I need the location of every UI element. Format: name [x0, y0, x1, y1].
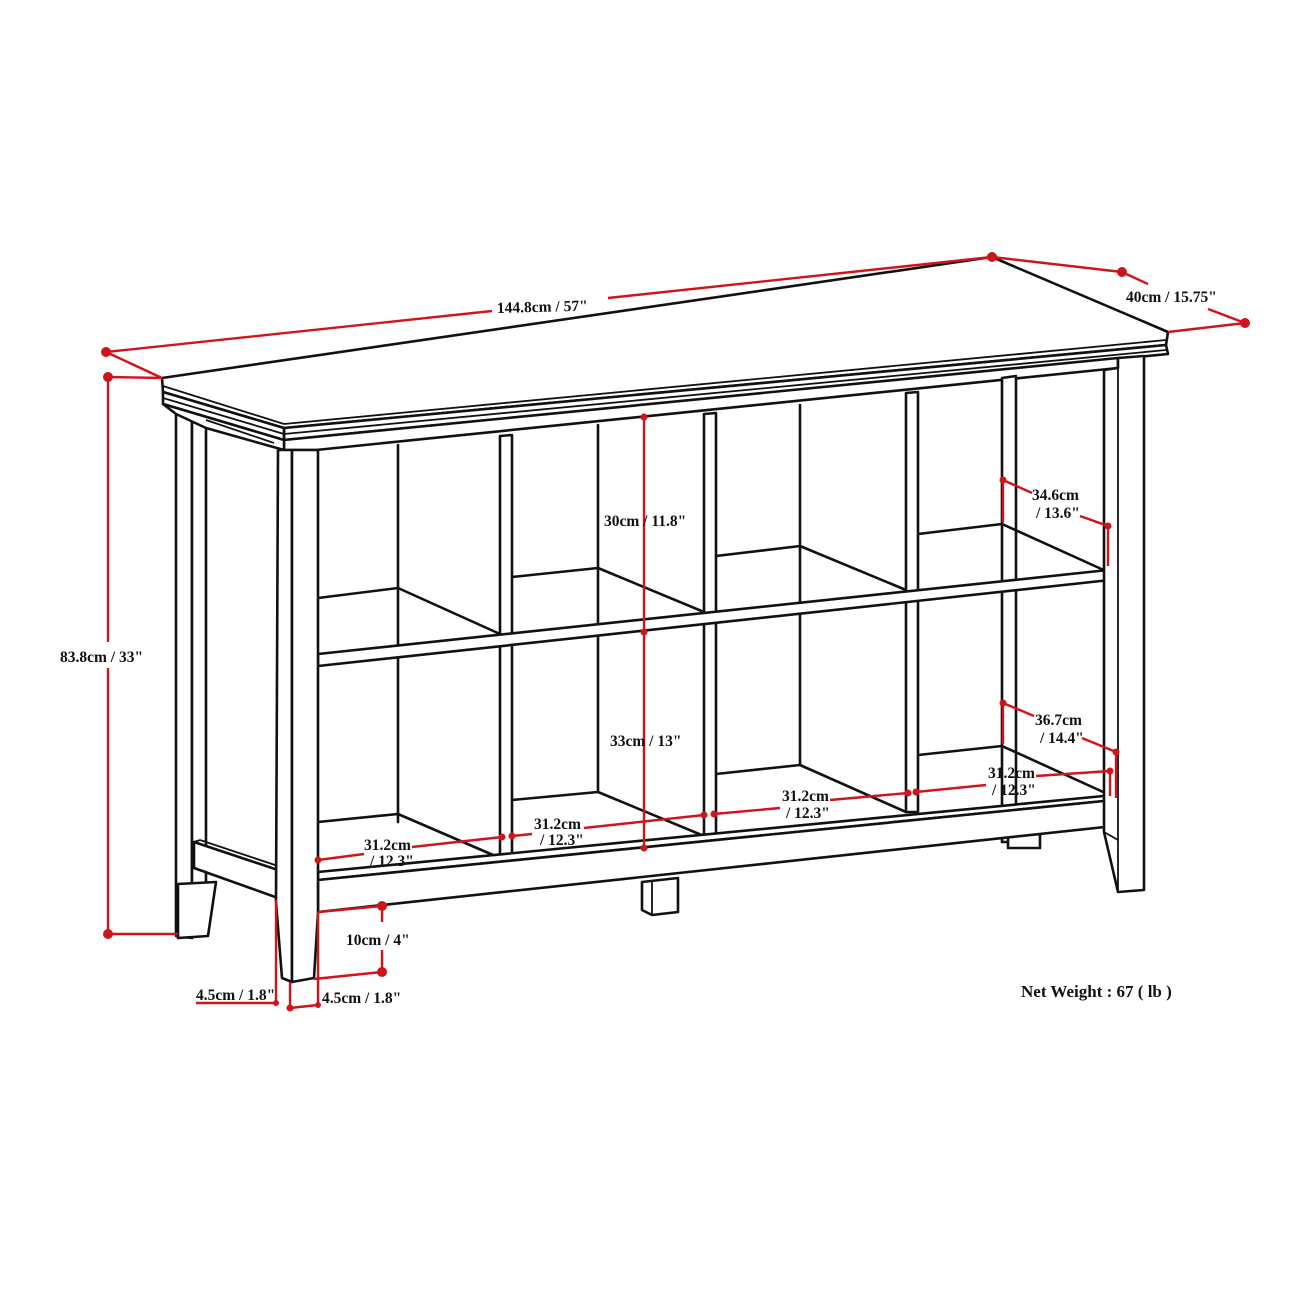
console-table-drawing [160, 255, 1170, 984]
lower-cubby-depth-label-2: / 14.4" [1039, 730, 1084, 747]
overall-height-label: 83.8cm / 33" [60, 649, 143, 666]
upper-cubby-height-label: 30cm / 11.8" [604, 513, 686, 530]
net-weight-label: Net Weight : 67 ( lb ) [1021, 982, 1172, 1001]
lower-cubby-depth-label-1: 36.7cm [1035, 712, 1082, 729]
leg-width-front-label: 4.5cm / 1.8" [322, 990, 401, 1007]
cubby-back-panel [316, 403, 1114, 860]
leg-width-side-label: 4.5cm / 1.8" [196, 987, 275, 1004]
right-rear-panel [1000, 374, 1042, 850]
upper-cubby-depth-label-2: / 13.6" [1035, 505, 1080, 522]
left-front-leg [274, 448, 320, 984]
cubby-width-label-4b: / 12.3" [991, 782, 1036, 799]
lower-cubby-height-label: 33cm / 13" [610, 733, 681, 750]
cubby-width-label-3b: / 12.3" [785, 805, 830, 822]
overall-depth-label: 40cm / 15.75" [1126, 289, 1217, 306]
right-front-leg [1102, 354, 1146, 894]
upper-cubby-depth-label-1: 34.6cm [1032, 487, 1079, 504]
cubby-width-label-2a: 31.2cm [534, 816, 581, 833]
cubby-width-label-2b: / 12.3" [539, 832, 584, 849]
dimension-labels: 144.8cm / 57" 40cm / 15.75" 83.8cm / 33"… [60, 289, 1217, 1007]
left-side-panel [174, 403, 280, 940]
cubby-dividers [498, 390, 920, 860]
cubby-width-label-1b: / 12.3" [369, 853, 414, 870]
cubby-width-label-1a: 31.2cm [364, 837, 411, 854]
cubby-width-label-4a: 31.2cm [988, 765, 1035, 782]
ground-clearance-label: 10cm / 4" [346, 932, 410, 949]
cubby-width-label-3a: 31.2cm [782, 788, 829, 805]
center-feet [640, 876, 680, 917]
overall-width-label: 144.8cm / 57" [497, 298, 588, 317]
dimension-lines [101, 252, 1250, 1012]
